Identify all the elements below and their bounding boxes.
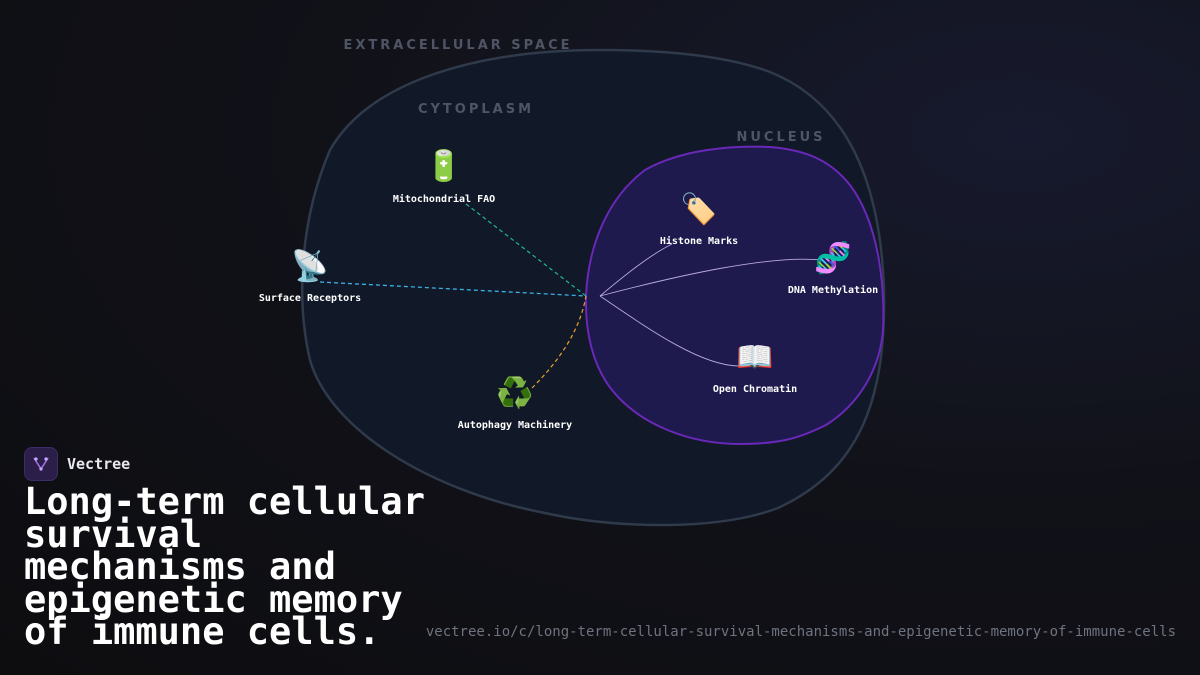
tag-icon: 🏷️ [680,191,717,227]
vectree-logo-icon [24,447,58,481]
node-open-chromatin[interactable]: 📖 Open Chromatin [713,340,797,395]
nucleus-membrane [584,145,885,446]
node-surface-receptors[interactable]: 📡 Surface Receptors [259,246,361,304]
brand-name: Vectree [67,455,131,473]
link-fao-to-nucleus [465,203,587,297]
link-hub-to-histone [599,243,673,297]
brand[interactable]: Vectree [24,447,130,481]
node-histone-marks[interactable]: 🏷️ Histone Marks [660,191,738,247]
recycle-icon: ♻️ [496,375,533,411]
page-url[interactable]: vectree.io/c/long-term-cellular-survival… [425,624,1176,640]
link-hub-to-dna [599,258,821,297]
node-autophagy-machinery[interactable]: ♻️ Autophagy Machinery [458,375,572,431]
satellite-dish-icon: 📡 [291,246,328,284]
node-label: Histone Marks [660,235,738,247]
node-label: Surface Receptors [259,293,361,304]
link-receptors-to-nucleus [319,281,587,297]
node-label: Autophagy Machinery [458,419,572,431]
page-title: Long-term cellular survival mechanisms a… [24,480,425,653]
zone-label-nucleus: NUCLEUS [736,130,825,145]
node-label: DNA Methylation [788,284,878,296]
link-hub-to-chromatin [599,295,739,367]
zone-label-cytoplasm: CYTOPLASM [418,102,534,117]
node-label: Open Chromatin [713,383,797,395]
open-book-icon: 📖 [736,340,773,375]
zone-label-extracellular: EXTRACELLULAR SPACE [344,38,573,53]
battery-icon: 🔋 [425,148,462,184]
link-autophagy-to-nucleus [531,295,587,389]
node-dna-methylation[interactable]: 🧬 DNA Methylation [788,239,878,296]
node-mitochondrial-fao[interactable]: 🔋 Mitochondrial FAO [393,148,495,205]
dna-icon: 🧬 [814,239,851,276]
node-label: Mitochondrial FAO [393,193,495,205]
